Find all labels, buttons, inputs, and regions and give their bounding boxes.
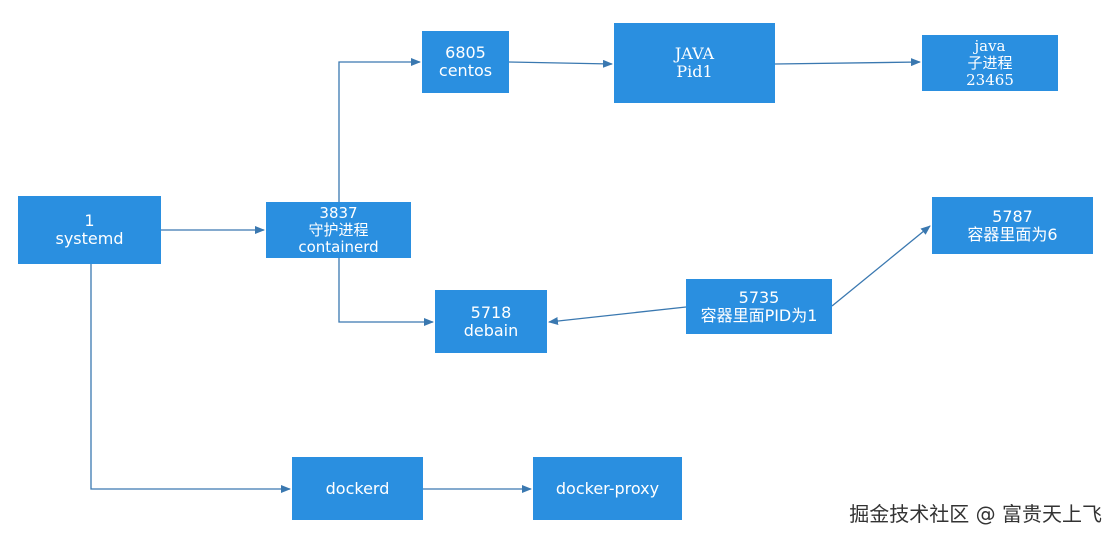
node-java-pid1-name: JAVA — [674, 44, 715, 63]
node-container-pid6-pid: 5787 — [992, 206, 1033, 226]
edge-java-child — [774, 58, 921, 67]
node-systemd: 1 systemd — [18, 196, 161, 264]
node-docker-proxy: docker-proxy — [533, 457, 682, 520]
edge-containerd-centos — [338, 58, 421, 202]
edge-systemd-dockerd — [90, 264, 291, 493]
node-systemd-pid: 1 — [84, 211, 95, 230]
node-container-pid6: 5787 容器里面为6 — [932, 197, 1093, 254]
node-debain-name: debain — [463, 320, 519, 340]
watermark: 掘金技术社区 @ 富贵天上飞 — [849, 502, 1102, 526]
node-docker-proxy-name: docker-proxy — [555, 478, 660, 498]
node-dockerd-name: dockerd — [325, 478, 390, 498]
edge-containerd-debain — [338, 258, 434, 326]
node-containerd: 3837 守护进程 containerd — [266, 202, 411, 258]
node-containerd-name: containerd — [298, 237, 379, 256]
node-java-child-name: java — [974, 36, 1006, 55]
node-java-child: java 子进程 23465 — [922, 35, 1058, 91]
node-centos-pid: 6805 — [445, 43, 486, 62]
node-container-pid1-pid: 5735 — [738, 287, 780, 307]
node-containerd-desc: 守护进程 — [308, 220, 369, 239]
edge-5735-debain — [548, 306, 687, 325]
node-java-pid1: JAVA Pid1 — [614, 23, 775, 103]
node-java-child-desc: 子进程 — [967, 53, 1013, 72]
node-centos: 6805 centos — [422, 31, 509, 93]
node-dockerd: dockerd — [292, 457, 423, 520]
node-container-pid6-desc: 容器里面为6 — [967, 224, 1058, 244]
node-debain-pid: 5718 — [470, 302, 512, 322]
node-debain: 5718 debain — [435, 290, 547, 353]
node-systemd-name: systemd — [55, 229, 124, 248]
node-container-pid1: 5735 容器里面PID为1 — [686, 279, 832, 334]
node-centos-name: centos — [438, 61, 493, 80]
node-java-child-pid: 23465 — [966, 70, 1014, 89]
edge-centos-java — [508, 59, 613, 68]
node-container-pid1-desc: 容器里面PID为1 — [700, 305, 818, 325]
node-containerd-pid: 3837 — [319, 203, 358, 222]
node-java-pid1-pid: Pid1 — [676, 62, 713, 81]
edge-5735-5787 — [831, 225, 931, 307]
